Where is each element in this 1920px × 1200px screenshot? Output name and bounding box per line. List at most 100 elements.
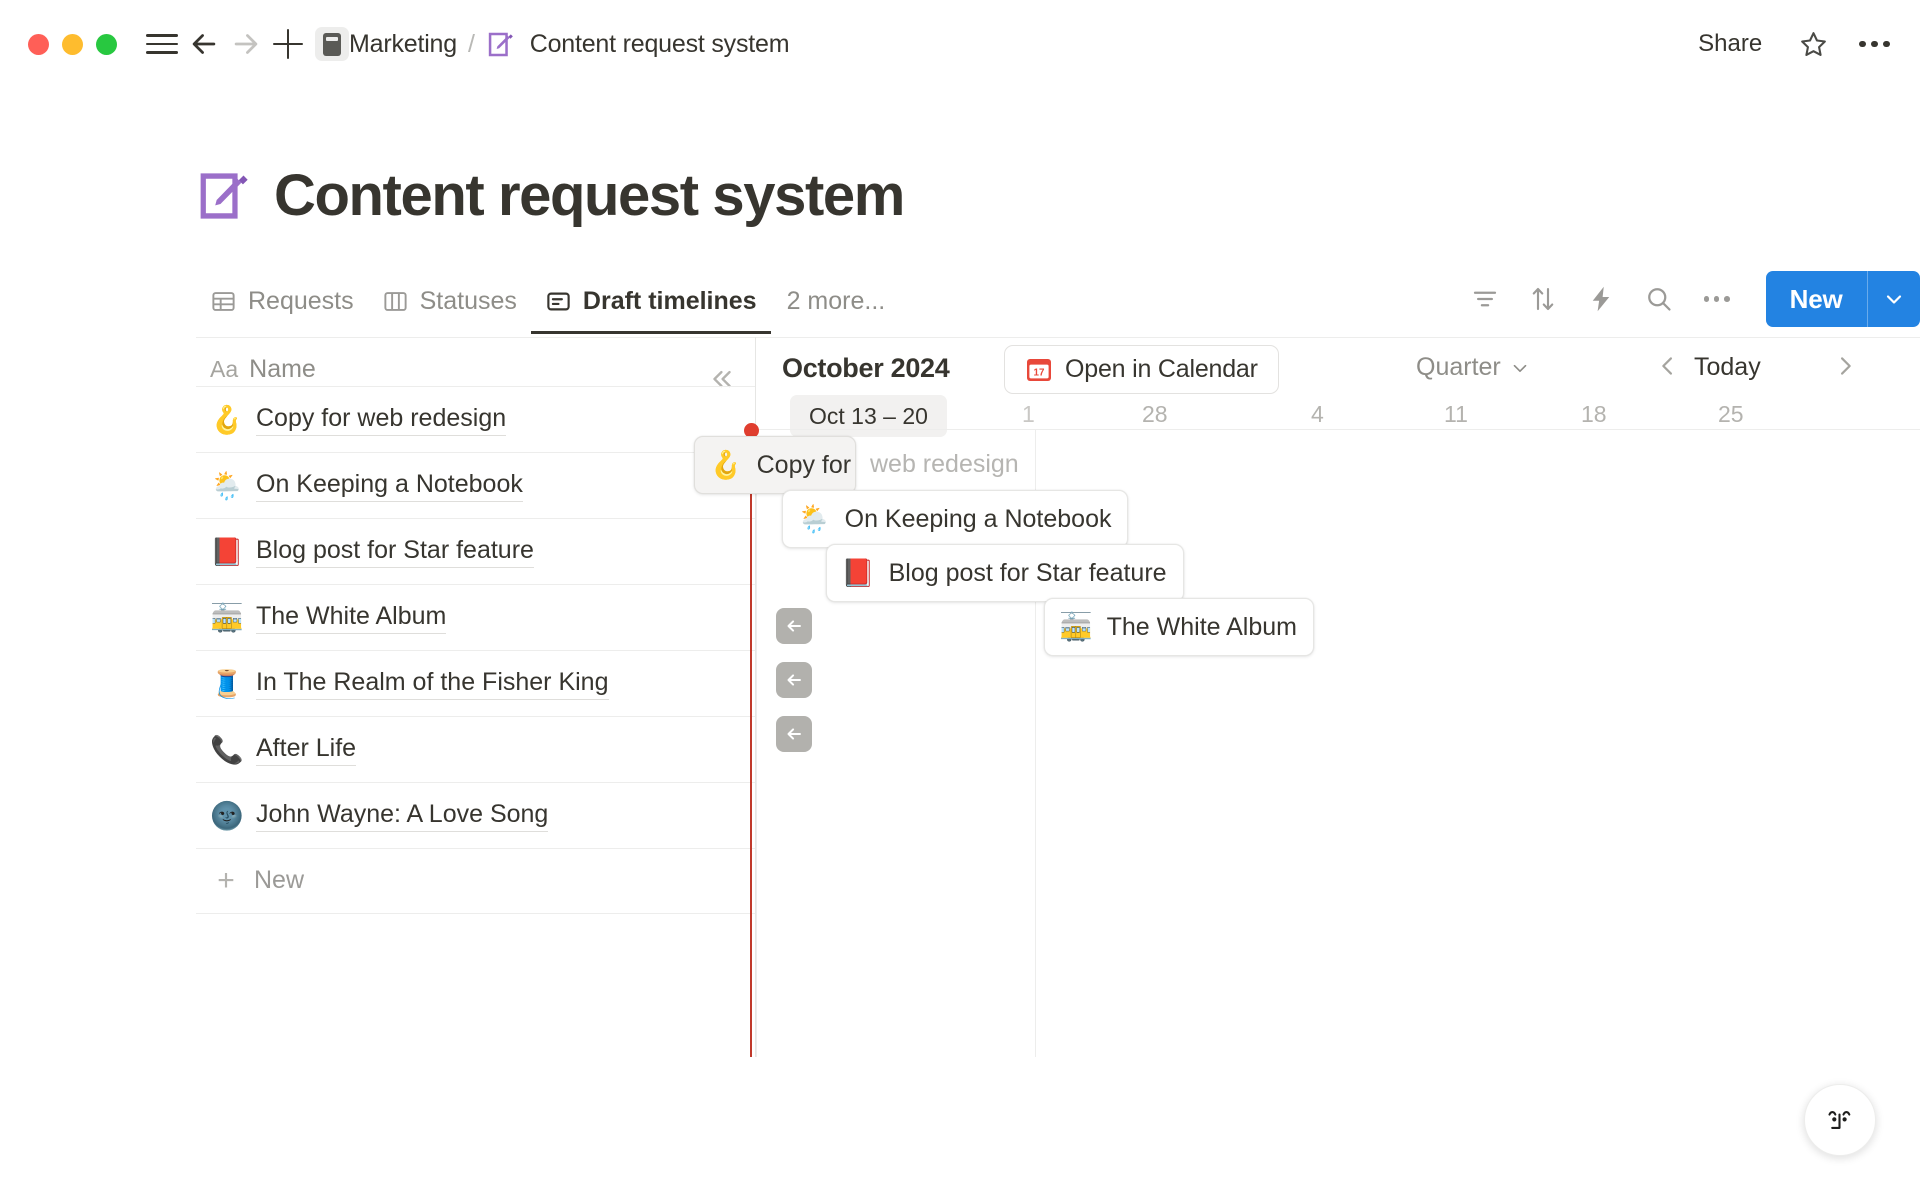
tab-draft-timelines[interactable]: Draft timelines [530, 268, 771, 334]
table-row[interactable]: 🧵 In The Realm of the Fisher King [196, 650, 756, 716]
timeline-range-pill[interactable]: Oct 13 – 20 [790, 395, 947, 437]
row-title[interactable]: On Keeping a Notebook [256, 470, 523, 502]
chevrons-left-icon [713, 370, 731, 388]
timeline-prev-button[interactable] [1654, 352, 1682, 385]
sort-button[interactable] [1518, 274, 1568, 324]
timeline-board: Aa Name 🪝 Copy for web redesign 🌦️ On Ke… [0, 337, 1920, 1057]
page-title[interactable]: Content request system [274, 163, 905, 228]
new-button[interactable]: New [1789, 283, 1843, 314]
view-tabs-row: Requests Statuses Draf [196, 268, 1920, 334]
traffic-lights [28, 33, 117, 55]
titlebar-actions: Share [1688, 24, 1894, 64]
timeline-zoom-select[interactable]: Quarter [1416, 353, 1531, 382]
row-title[interactable]: John Wayne: A Love Song [256, 800, 549, 832]
today-indicator-dot [744, 423, 759, 438]
row-emoji-icon: 🪝 [210, 404, 244, 436]
automation-button[interactable] [1576, 274, 1626, 324]
breadcrumb-separator: / [467, 29, 475, 58]
timeline-bar[interactable]: 📕 Blog post for Star feature [826, 544, 1184, 602]
table-row[interactable]: 📞 After Life [196, 716, 756, 782]
favorite-star-icon[interactable] [1798, 29, 1829, 60]
more-horizontal-icon [1703, 296, 1730, 302]
share-button[interactable]: Share [1698, 30, 1763, 57]
collapse-panel-button[interactable] [702, 359, 742, 399]
scroll-to-item-button[interactable] [776, 662, 812, 698]
bar-label: Blog post for Star feature [888, 558, 1167, 587]
today-indicator-line [750, 429, 752, 1057]
open-in-calendar-button[interactable]: 17 Open in Calendar [1004, 345, 1279, 394]
bar-label: On Keeping a Notebook [844, 504, 1112, 533]
forward-button[interactable] [225, 23, 267, 65]
zoom-window-button[interactable] [96, 33, 117, 55]
row-emoji-icon: 🌦️ [210, 470, 244, 502]
timeline-bar-dragging[interactable]: 🪝 Copy for [694, 436, 856, 494]
row-title[interactable]: In The Realm of the Fisher King [256, 668, 609, 700]
filter-button[interactable] [1460, 274, 1510, 324]
page-more-menu-button[interactable] [1855, 33, 1894, 56]
row-emoji-icon: 🌚 [210, 800, 244, 832]
arrow-right-icon [234, 34, 258, 54]
timeline-bar[interactable]: 🌦️ On Keeping a Notebook [782, 490, 1129, 548]
table-row[interactable]: 🪝 Copy for web redesign [196, 386, 756, 452]
hamburger-icon [146, 34, 178, 54]
row-title[interactable]: After Life [256, 734, 357, 766]
table-row[interactable]: 🌦️ On Keeping a Notebook [196, 452, 756, 518]
minimize-window-button[interactable] [62, 33, 83, 55]
row-emoji-icon: 🧵 [210, 668, 244, 700]
close-window-button[interactable] [28, 33, 49, 55]
row-emoji-icon: 📕 [210, 536, 244, 568]
column-header-name[interactable]: Aa Name [210, 355, 316, 384]
view-tabs: Requests Statuses Draf [196, 268, 901, 334]
view-toolbar: New [1460, 271, 1920, 334]
column-header-label: Name [249, 355, 316, 383]
page-header: Content request system [196, 162, 905, 229]
page-memo-icon[interactable] [196, 167, 254, 225]
timeline-tick: 18 [1581, 401, 1607, 427]
tabs-more-button[interactable]: 2 more... [786, 286, 886, 315]
new-row-label: New [254, 865, 305, 894]
bar-label: The White Album [1106, 612, 1297, 641]
timeline-header: October 2024 17 Open in Calendar Quarter [756, 337, 1920, 437]
timeline-tick: 11 [1444, 401, 1468, 427]
tab-label: Draft timelines [582, 286, 757, 315]
timeline-gridline [756, 429, 758, 1057]
calendar-17-icon: 17 [1027, 358, 1051, 381]
workspace-icon[interactable] [315, 27, 349, 61]
filter-icon [1473, 291, 1496, 307]
breadcrumb-workspace[interactable]: Marketing [349, 29, 457, 58]
view-more-button[interactable] [1692, 274, 1742, 324]
breadcrumb-page[interactable]: Content request system [529, 29, 790, 58]
timeline-today-button[interactable]: Today [1694, 353, 1761, 381]
sidebar-toggle-button[interactable] [141, 23, 183, 65]
tab-statuses[interactable]: Statuses [368, 268, 531, 334]
help-assistant-button[interactable] [1804, 1084, 1876, 1156]
tab-requests[interactable]: Requests [196, 268, 368, 334]
new-page-button[interactable] [267, 23, 309, 65]
timeline-header-rule [756, 429, 1920, 430]
table-row[interactable]: 🚋 The White Album [196, 584, 756, 650]
add-new-row-button[interactable]: + New [196, 848, 756, 914]
table-row[interactable]: 🌚 John Wayne: A Love Song [196, 782, 756, 848]
row-title[interactable]: Copy for web redesign [256, 404, 507, 436]
timeline-bar[interactable]: 🚋 The White Album [1044, 598, 1314, 656]
tab-label: Statuses [419, 286, 517, 315]
bar-emoji-icon: 🌦️ [797, 504, 831, 535]
row-title[interactable]: The White Album [256, 602, 447, 634]
back-button[interactable] [183, 23, 225, 65]
timeline-tick: 25 [1718, 401, 1744, 427]
new-button-dropdown[interactable] [1868, 271, 1920, 327]
bar-label: Copy for [756, 450, 852, 479]
timeline-next-button[interactable] [1831, 352, 1859, 385]
row-title[interactable]: Blog post for Star feature [256, 536, 534, 568]
breadcrumb: Marketing / Content request system [349, 29, 790, 60]
board-icon [382, 288, 409, 315]
pane-divider[interactable] [755, 337, 757, 1057]
search-button[interactable] [1634, 274, 1684, 324]
table-row[interactable]: 📕 Blog post for Star feature [196, 518, 756, 584]
workspace-glyph-icon [323, 32, 341, 56]
scroll-to-item-button[interactable] [776, 608, 812, 644]
drag-ghost-label: web redesign [870, 450, 1019, 478]
scroll-to-item-button[interactable] [776, 716, 812, 752]
timeline-zoom-label: Quarter [1416, 353, 1501, 381]
